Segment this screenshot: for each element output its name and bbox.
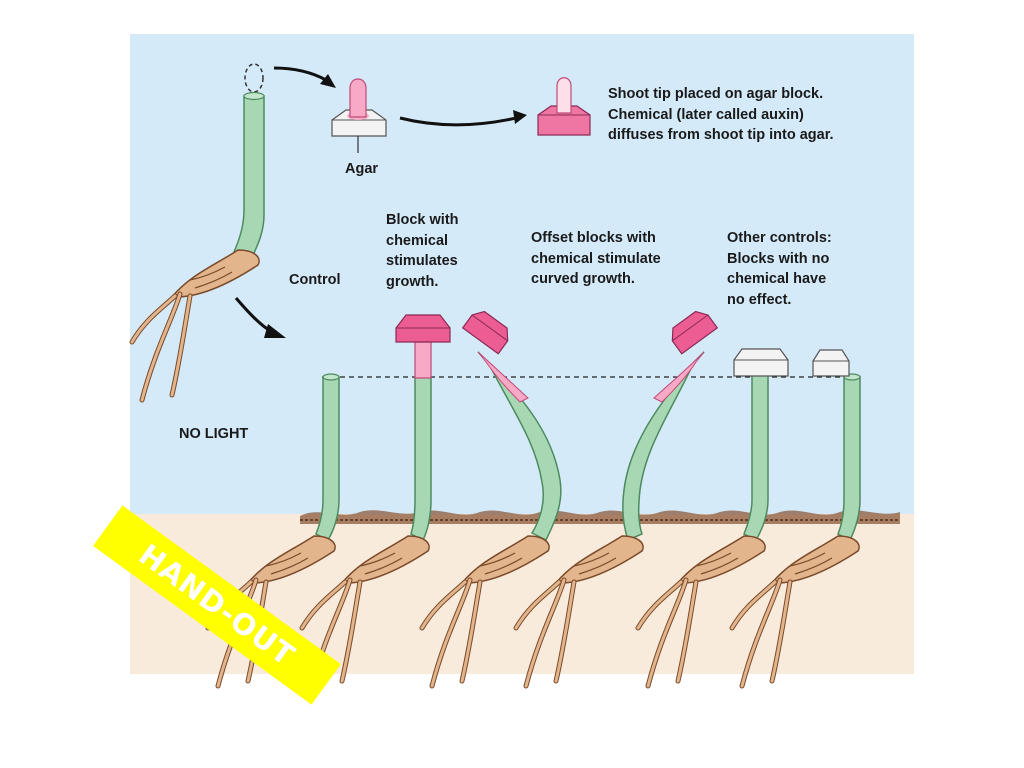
arrows [234,66,527,338]
cut-surface [243,91,265,101]
other-controls-label: Other controls: Blocks with no chemical … [727,230,832,308]
seedling-plain-block-offset [732,349,860,686]
arrow-to-pink-block [399,116,517,127]
step-caption: Shoot tip placed on agar block. Chemical… [608,86,834,143]
auxin-block-offset-left [461,310,509,355]
seedling-offset-left [422,310,562,686]
no-light-label: NO LIGHT [179,426,249,442]
shoot-tip [349,78,367,118]
seedling-plain-block-center [638,348,789,686]
agar-with-auxin [537,77,591,136]
auxin-block-offset-right [671,310,719,355]
seedling-tip-removed [132,63,265,400]
control-seedling [208,373,340,686]
control-label: Control [289,272,341,288]
tip-on-agar [331,78,387,153]
arrow-to-agar [273,66,327,82]
offset-blocks-label: Offset blocks with chemical stimulate cu… [531,230,661,287]
removed-tip-outline [244,63,264,93]
agar-label: Agar [345,161,379,177]
seedling-centered-block [302,314,451,686]
pale-shoot-tip [556,77,572,114]
block-with-chemical-label: Block with chemical stimulates growth. [386,212,459,290]
seedling-offset-right [516,310,719,686]
auxin-column [414,341,432,379]
plain-agar-block-1 [733,348,789,377]
plain-agar-block-2 [812,349,850,377]
